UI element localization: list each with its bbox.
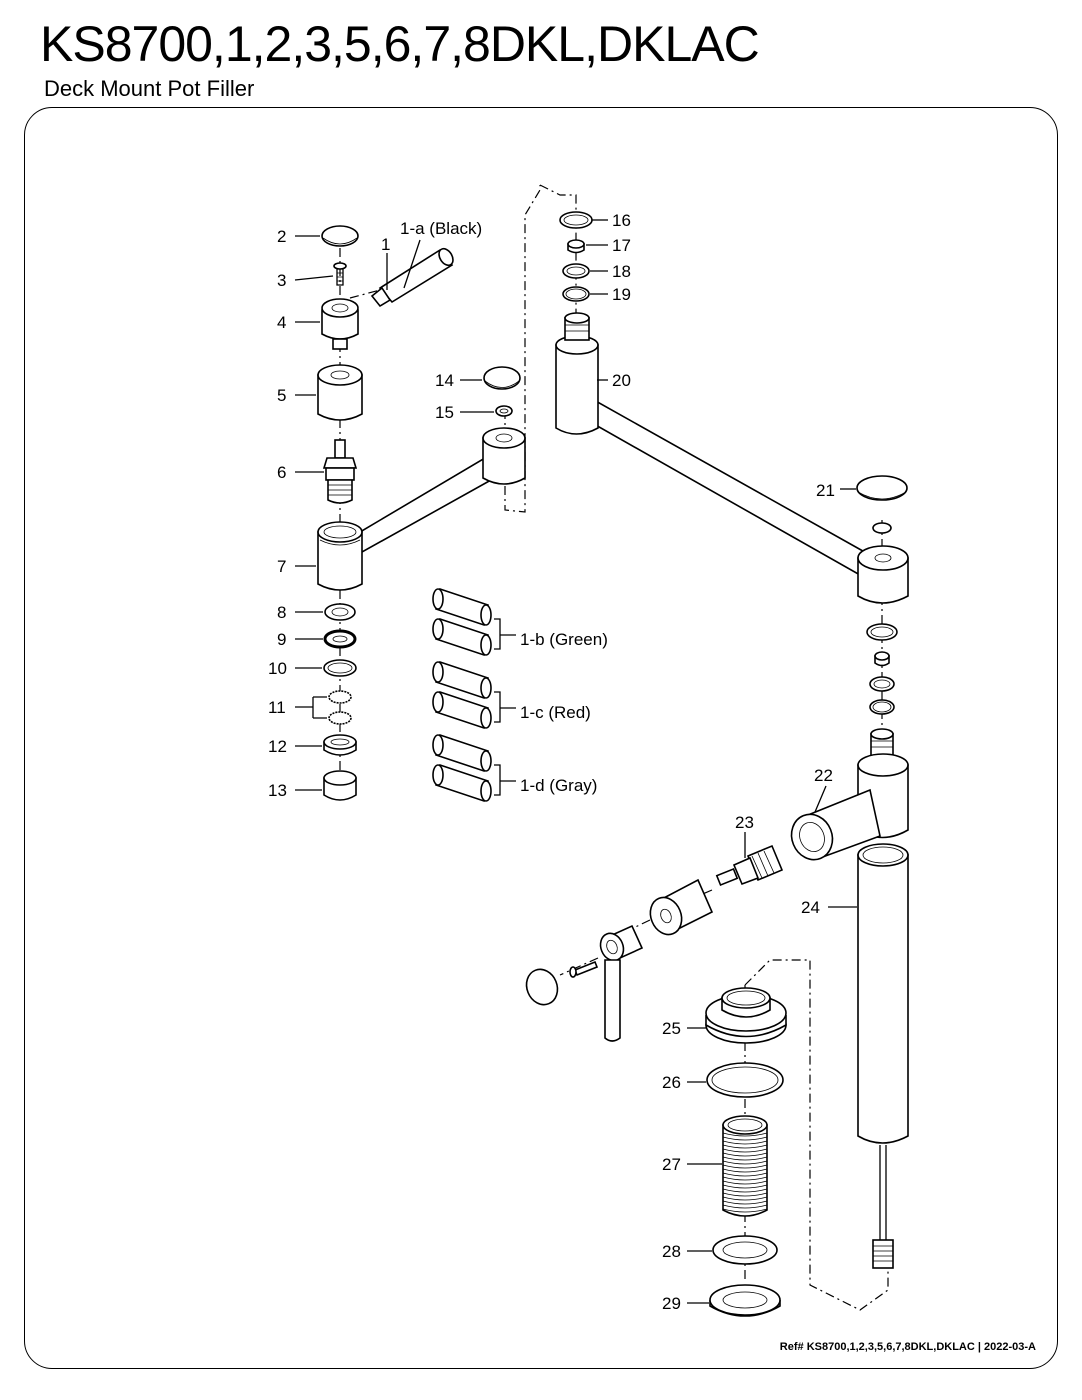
label-12: 12 — [268, 737, 287, 756]
part-labels: 2 3 4 5 6 7 8 9 10 11 12 13 1 1-a (Black… — [268, 211, 835, 1313]
part-7-spout-arm — [317, 427, 526, 591]
leader-lines — [294, 219, 857, 1304]
label-23: 23 — [735, 813, 754, 832]
part-5-sleeve — [317, 364, 363, 421]
label-28: 28 — [662, 1242, 681, 1261]
lever-option-gray-lever-2 — [432, 763, 492, 803]
part-27-threaded-shank — [722, 1115, 768, 1217]
label-9: 9 — [277, 630, 286, 649]
part-15-oring — [495, 405, 513, 417]
label-5: 5 — [277, 386, 286, 405]
label-2: 2 — [277, 227, 286, 246]
lever-option-gray-lever-1 — [432, 733, 492, 773]
side-handle-sleeve — [649, 878, 714, 936]
label-25: 25 — [662, 1019, 681, 1038]
label-11: 11 — [268, 698, 286, 717]
part-3-screw — [333, 262, 347, 286]
label-22: 22 — [814, 766, 833, 785]
part-25-flange — [705, 987, 787, 1044]
label-1b: 1-b (Green) — [520, 630, 608, 649]
side-handle-screw — [569, 960, 599, 978]
part-9-washer — [323, 629, 357, 649]
label-17: 17 — [612, 236, 631, 255]
lever-option-gray-bracket — [494, 764, 516, 796]
right-stack-rings — [866, 623, 898, 715]
label-18: 18 — [612, 262, 631, 281]
lever-option-red-lever-1 — [432, 660, 492, 700]
label-21: 21 — [816, 481, 835, 500]
part-23-cartridge — [715, 844, 784, 887]
label-20: 20 — [612, 371, 631, 390]
part-28-washer — [712, 1235, 778, 1265]
part-21-cap — [856, 475, 908, 501]
part-11-screens — [328, 690, 352, 725]
part-22-valve-body — [790, 728, 909, 861]
part-20-upper-arm — [555, 312, 872, 577]
label-8: 8 — [277, 603, 286, 622]
page-subtitle: Deck Mount Pot Filler — [44, 76, 255, 101]
right-joint-body — [857, 545, 909, 604]
part-29-nut — [709, 1284, 781, 1317]
reference-note: Ref# KS8700,1,2,3,5,6,7,8DKL,DKLAC | 202… — [779, 1341, 1036, 1353]
part-4-handle-base — [321, 298, 359, 350]
assembly-centerlines — [339, 184, 889, 1311]
label-15: 15 — [435, 403, 454, 422]
label-7: 7 — [277, 557, 286, 576]
side-handle-cap — [525, 968, 559, 1006]
label-13: 13 — [268, 781, 287, 800]
label-1a: 1-a (Black) — [400, 219, 482, 238]
lever-option-green-lever-2 — [432, 617, 492, 657]
part-6-cartridge — [322, 439, 358, 504]
part-8-washer — [324, 603, 356, 621]
part-12-aerator-insert — [323, 734, 357, 756]
label-27: 27 — [662, 1155, 681, 1174]
lever-color-options — [432, 587, 516, 803]
label-1: 1 — [381, 235, 390, 254]
label-6: 6 — [277, 463, 286, 482]
label-29: 29 — [662, 1294, 681, 1313]
part-16-oring — [559, 211, 593, 229]
part-1-lever — [370, 247, 454, 308]
lever-option-red-bracket — [494, 691, 516, 723]
part-19-oring — [562, 286, 590, 302]
part-14-cap — [483, 366, 521, 390]
part-18-oring — [562, 263, 590, 279]
part-2-cap — [321, 225, 359, 247]
label-16: 16 — [612, 211, 631, 230]
label-4: 4 — [277, 313, 286, 332]
label-3: 3 — [277, 271, 286, 290]
diagram-frame — [24, 107, 1058, 1369]
part-24-column — [857, 843, 909, 1269]
page-title: KS8700,1,2,3,5,6,7,8DKL,DKLAC — [40, 16, 760, 72]
label-1d: 1-d (Gray) — [520, 776, 597, 795]
label-10: 10 — [268, 659, 287, 678]
label-19: 19 — [612, 285, 631, 304]
right-joint-oring-small — [872, 522, 892, 534]
label-26: 26 — [662, 1073, 681, 1092]
label-1c: 1-c (Red) — [520, 703, 591, 722]
label-14: 14 — [435, 371, 454, 390]
part-13-aerator-housing — [323, 770, 357, 801]
lever-option-green-lever-1 — [432, 587, 492, 627]
lever-option-green-bracket — [494, 618, 516, 650]
part-10-ring — [323, 659, 357, 677]
lever-option-red-lever-2 — [432, 690, 492, 730]
side-handle-base — [599, 924, 644, 1042]
part-17-bushing — [567, 239, 585, 254]
label-24: 24 — [801, 898, 820, 917]
part-26-gasket — [706, 1062, 784, 1098]
